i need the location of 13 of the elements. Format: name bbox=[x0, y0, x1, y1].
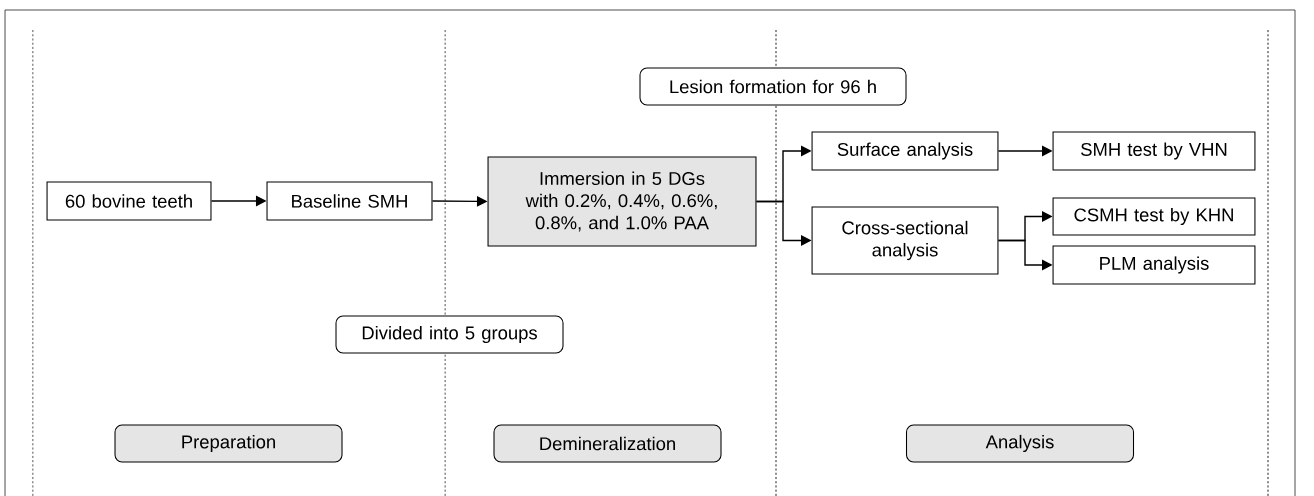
process-box: 60 bovine teeth bbox=[46, 181, 212, 221]
phase-label: Analysis bbox=[906, 424, 1135, 463]
process-box: SMH test by VHN bbox=[1052, 131, 1256, 171]
process-box: CSMH test by KHN bbox=[1052, 197, 1256, 236]
phase-label: Preparation bbox=[114, 424, 343, 463]
process-box: Surface analysis bbox=[811, 131, 999, 171]
phase-label: Demineralization bbox=[493, 424, 722, 463]
process-box: Baseline SMH bbox=[266, 181, 433, 221]
step-label: Lesion formation for 96 h bbox=[639, 67, 907, 106]
step-label: Divided into 5 groups bbox=[335, 315, 564, 354]
process-box: PLM analysis bbox=[1052, 245, 1256, 285]
process-box: Cross-sectional analysis bbox=[811, 206, 999, 275]
process-box: Immersion in 5 DGs with 0.2%, 0.4%, 0.6%, 0.8%, and 1.0% PAA bbox=[487, 156, 757, 247]
